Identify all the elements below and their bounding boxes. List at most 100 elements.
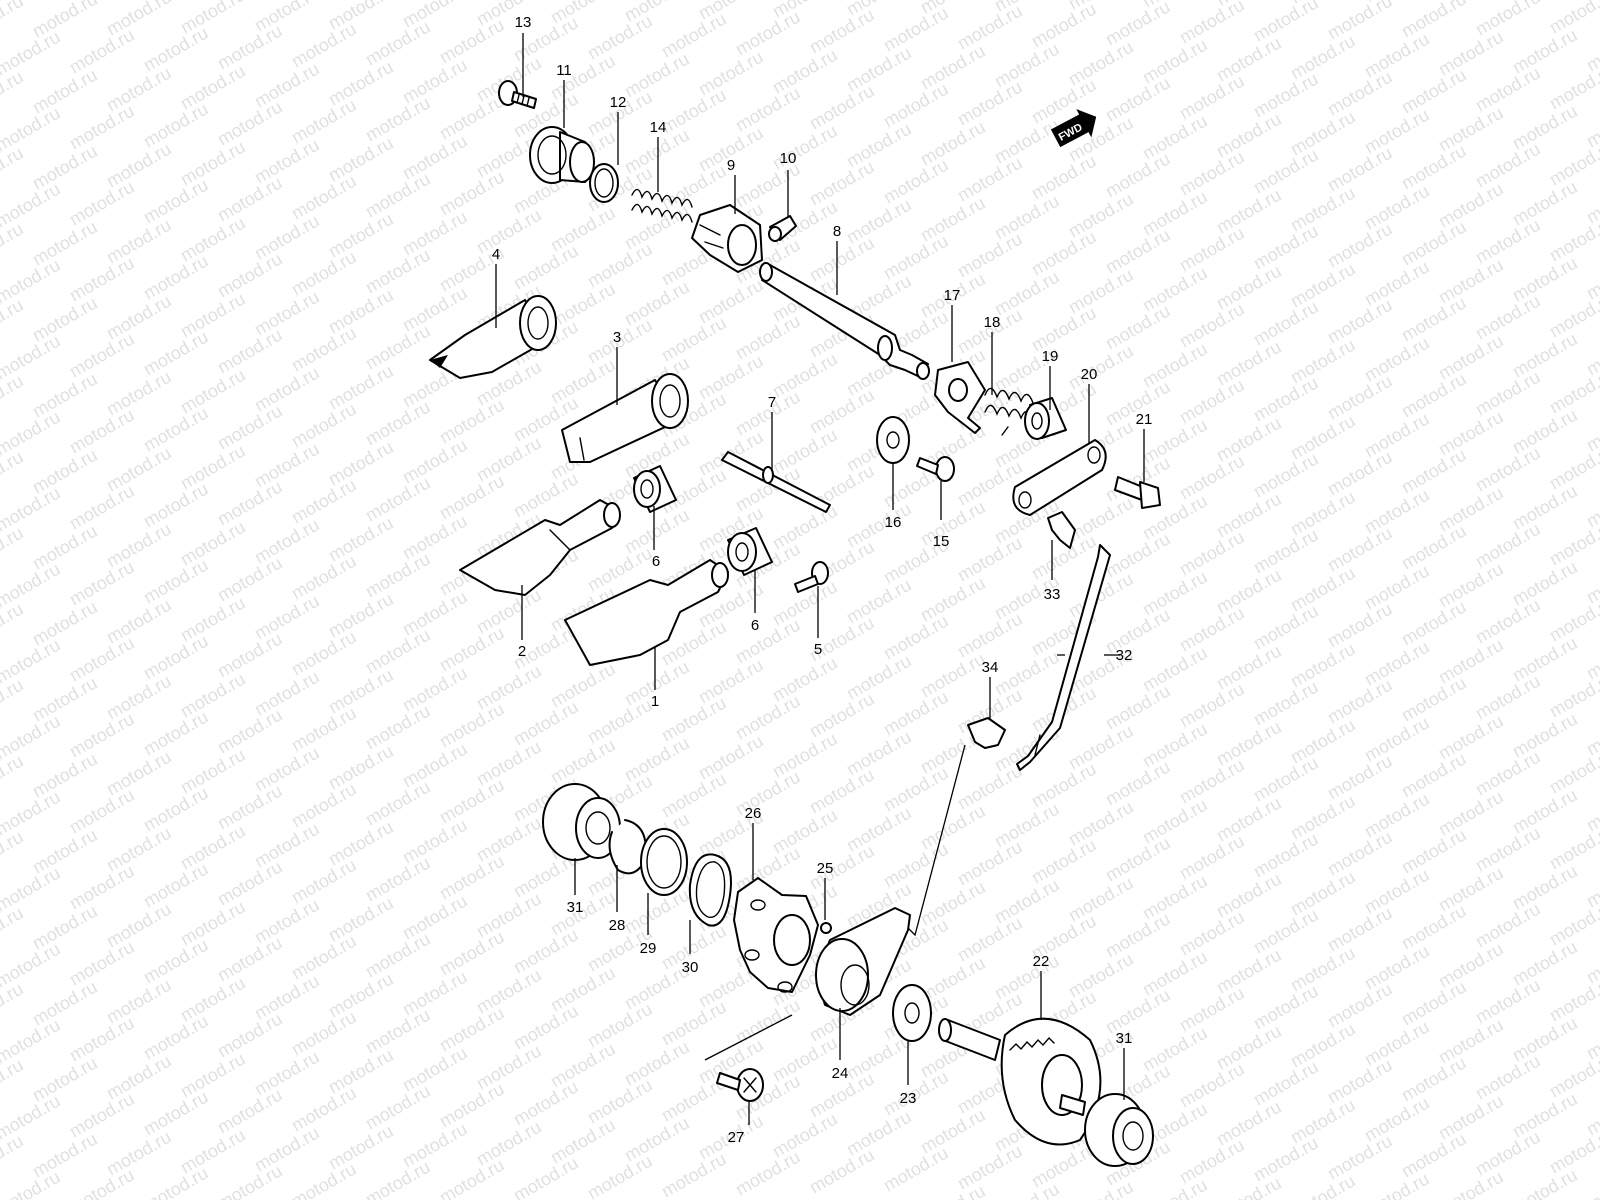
watermark-text: motod.ru (140, 631, 212, 684)
callout-9: 9 (727, 157, 735, 174)
watermark-text: motod.ru (1102, 529, 1174, 582)
watermark-text: motod.ru (1102, 909, 1174, 962)
watermark-text: motod.ru (1472, 975, 1544, 1028)
callout-23: 23 (900, 1090, 917, 1107)
callout-32: 32 (1116, 647, 1133, 664)
watermark-text: motod.ru (1324, 295, 1396, 348)
watermark-text: motod.ru (214, 629, 286, 682)
watermark-text: motod.ru (140, 1087, 212, 1140)
watermark-text: motod.ru (140, 935, 212, 988)
watermark-text: motod.ru (806, 81, 878, 134)
watermark-text: motod.ru (140, 23, 212, 76)
watermark-text: motod.ru (954, 153, 1026, 206)
watermark-text: motod.ru (214, 933, 286, 986)
watermark-text: motod.ru (214, 857, 286, 910)
watermark-text: motod.ru (1250, 373, 1322, 426)
watermark-text: motod.ru (66, 937, 138, 990)
part-24-guide (815, 907, 911, 1016)
watermark-text: motod.ru (140, 327, 212, 380)
watermark-text: motod.ru (214, 173, 286, 226)
watermark-text: motod.ru (0, 827, 27, 880)
watermark-text: motod.ru (362, 549, 434, 602)
watermark-text: motod.ru (1472, 671, 1544, 724)
watermark-text: motod.ru (362, 1157, 434, 1200)
callout-30: 30 (682, 959, 699, 976)
watermark-text: motod.ru (1398, 521, 1470, 574)
watermark-text: motod.ru (1176, 755, 1248, 808)
watermark-text: motod.ru (510, 925, 582, 978)
part-10-screw (768, 215, 797, 242)
watermark-text: motod.ru (362, 1081, 434, 1134)
callout-14: 14 (650, 119, 667, 136)
part-21-bolt (1114, 476, 1161, 509)
watermark-text: motod.ru (140, 555, 212, 608)
watermark-text: motod.ru (732, 83, 804, 136)
watermark-text: motod.ru (880, 3, 952, 56)
watermark-text: motod.ru (1398, 293, 1470, 346)
callout-20: 20 (1081, 366, 1098, 383)
watermark-text: motod.ru (510, 1077, 582, 1130)
watermark-text: motod.ru (954, 609, 1026, 662)
watermark-text: motod.ru (288, 703, 360, 756)
part-32-rod (1016, 544, 1111, 771)
watermark-text: motod.ru (1176, 1135, 1248, 1188)
watermark-text: motod.ru (1102, 149, 1174, 202)
watermark-text: motod.ru (1028, 0, 1100, 51)
watermark-text: motod.ru (1065, 1177, 1137, 1200)
watermark-text: motod.ru (0, 903, 27, 956)
watermark-text: motod.ru (954, 1, 1026, 54)
watermark-text: motod.ru (214, 477, 286, 530)
callout-25: 25 (817, 860, 834, 877)
watermark-text: motod.ru (214, 781, 286, 834)
watermark-text: motod.ru (954, 1141, 1026, 1194)
watermark-text: motod.ru (436, 699, 508, 752)
watermark-text: motod.ru (1176, 603, 1248, 656)
part-28-snap-ring (608, 819, 647, 875)
watermark-text: motod.ru (510, 241, 582, 294)
part-34-clip (967, 717, 1006, 749)
callout-29: 29 (640, 940, 657, 957)
watermark-text: motod.ru (1250, 905, 1322, 958)
watermark-text: motod.ru (1250, 753, 1322, 806)
watermark-text: motod.ru (362, 169, 434, 222)
watermark-text: motod.ru (66, 405, 138, 458)
watermark-text: motod.ru (1028, 835, 1100, 888)
part-2-valve (459, 499, 621, 596)
watermark-text: motod.ru (1102, 605, 1174, 658)
watermark-text: motod.ru (1398, 673, 1470, 726)
watermark-text: motod.ru (66, 557, 138, 610)
watermark-text: motod.ru (1472, 823, 1544, 876)
watermark-text: motod.ru (288, 171, 360, 224)
callout-6-upper: 6 (652, 553, 660, 570)
watermark-text: motod.ru (1102, 0, 1174, 49)
watermark-text: motod.ru (140, 1011, 212, 1064)
part-23-washer (892, 984, 932, 1042)
part-7-pin (721, 451, 831, 513)
part-15-screw (916, 456, 955, 482)
watermark-text: motod.ru (288, 399, 360, 452)
watermark-text: motod.ru (1176, 983, 1248, 1036)
watermark-text: motod.ru (362, 701, 434, 754)
watermark-text: motod.ru (1250, 449, 1322, 502)
watermark-text: motod.ru (1213, 1173, 1285, 1200)
watermark-text: motod.ru (66, 1165, 138, 1200)
watermark-text: motod.ru (1028, 227, 1100, 280)
watermark-text: motod.ru (1250, 677, 1322, 730)
watermark-text: motod.ru (584, 239, 656, 292)
watermark-text: motod.ru (66, 1013, 138, 1066)
watermark-text: motod.ru (436, 91, 508, 144)
callout-22: 22 (1033, 953, 1050, 970)
watermark-text: motod.ru (1472, 443, 1544, 496)
part-6-collar-lower (727, 527, 773, 576)
callout-21: 21 (1136, 411, 1153, 428)
watermark-text: motod.ru (806, 1145, 878, 1198)
watermark-text: motod.ru (1472, 291, 1544, 344)
watermark-text: motod.ru (288, 551, 360, 604)
callout-17: 17 (944, 287, 961, 304)
watermark-text: motod.ru (0, 0, 27, 43)
watermark-text: motod.ru (0, 67, 27, 120)
watermark-text: motod.ru (1398, 141, 1470, 194)
watermark-text: motod.ru (1472, 519, 1544, 572)
watermark-text: motod.ru (436, 1003, 508, 1056)
